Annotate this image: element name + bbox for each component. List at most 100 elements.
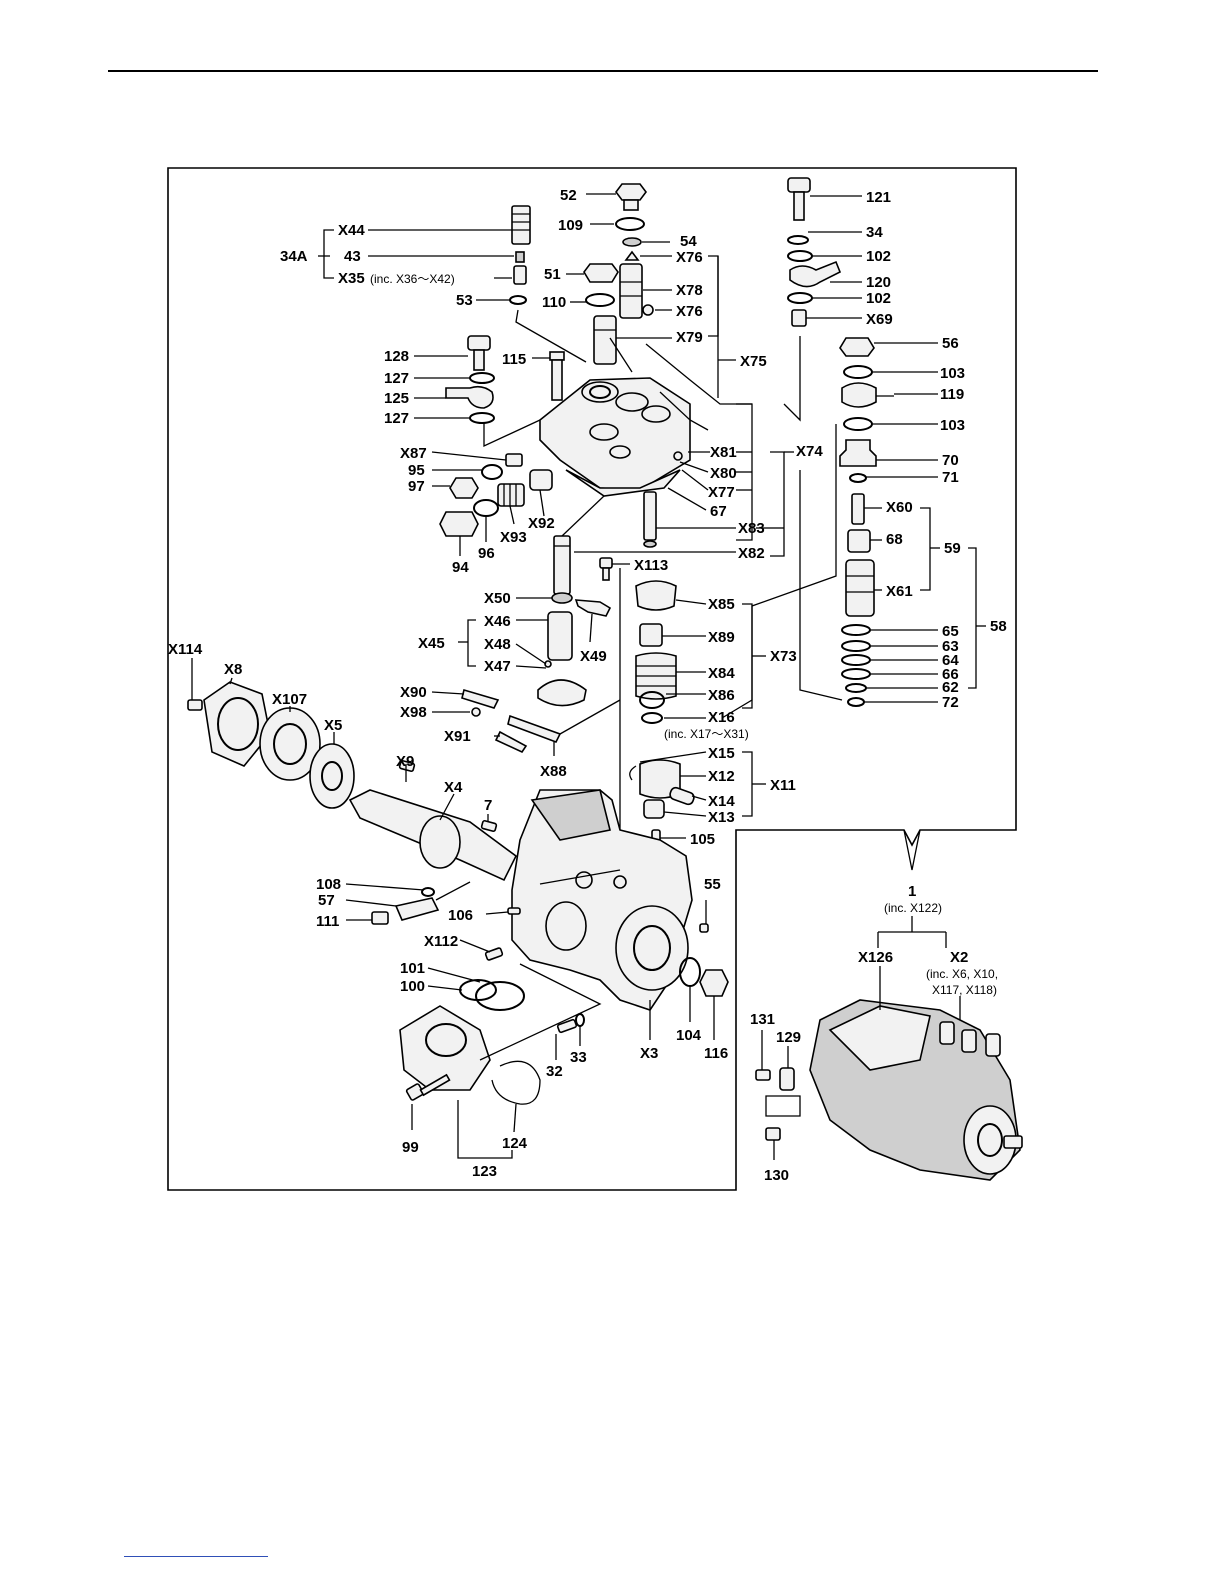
- label-X107: X107: [272, 691, 307, 708]
- roller-group: [629, 759, 695, 819]
- label-34A: 34A: [280, 248, 308, 265]
- washer-104: [679, 957, 701, 987]
- label-64: 64: [942, 652, 959, 669]
- drive-shaft: [348, 759, 518, 882]
- label-X48: X48: [484, 636, 511, 653]
- plate-bolt-group: [371, 887, 440, 925]
- label-97: 97: [408, 478, 425, 495]
- header-rule: [108, 70, 1098, 72]
- label-X88: X88: [540, 763, 567, 780]
- label-X76-upper: X76: [676, 249, 703, 266]
- label-X12: X12: [708, 768, 735, 785]
- label-120: 120: [866, 274, 891, 291]
- label-110: 110: [542, 294, 566, 311]
- label-X4: X4: [444, 779, 463, 796]
- label-X45: X45: [418, 635, 445, 652]
- label-128: 128: [384, 348, 409, 365]
- label-115: 115: [502, 351, 526, 368]
- label-X98: X98: [400, 704, 427, 721]
- label-X112: X112: [424, 933, 458, 950]
- label-108: 108: [316, 876, 341, 893]
- label-103-upper: 103: [940, 365, 965, 382]
- label-X16-note: (inc. X17～X31): [664, 727, 749, 741]
- label-X60: X60: [886, 499, 913, 516]
- diagram-frame: [167, 167, 1017, 1191]
- label-34: 34: [866, 224, 883, 241]
- label-X126: X126: [858, 949, 893, 966]
- label-X5: X5: [324, 717, 342, 734]
- assembled-pump-illustration: [755, 999, 1023, 1181]
- label-X75: X75: [740, 353, 767, 370]
- label-124: 124: [502, 1135, 528, 1152]
- label-127-lower: 127: [384, 410, 409, 427]
- drive-shaft-bearing-group: [187, 681, 355, 809]
- label-99: 99: [402, 1139, 419, 1156]
- label-X2: X2: [950, 949, 968, 966]
- delivery-valve-holder-stack: [583, 183, 654, 365]
- label-X93: X93: [500, 529, 527, 546]
- label-105: 105: [690, 831, 715, 848]
- label-X8: X8: [224, 661, 242, 678]
- label-55: 55: [704, 876, 721, 893]
- label-X15: X15: [708, 745, 735, 762]
- label-95: 95: [408, 462, 425, 479]
- label-1-note: (inc. X122): [884, 901, 942, 915]
- label-56: 56: [942, 335, 959, 352]
- label-X50: X50: [484, 590, 511, 607]
- regulating-valve-group: [439, 453, 553, 537]
- label-116: 116: [704, 1045, 728, 1062]
- label-X74: X74: [796, 443, 823, 460]
- feed-pump-cover-group: [399, 979, 585, 1105]
- label-66: 66: [942, 666, 959, 683]
- label-X3: X3: [640, 1045, 658, 1062]
- label-119: 119: [940, 386, 964, 403]
- label-125: 125: [384, 390, 409, 407]
- label-X14: X14: [708, 793, 735, 810]
- label-53: 53: [456, 292, 473, 309]
- footer-link-underline: [124, 1556, 268, 1557]
- label-X87: X87: [400, 445, 427, 462]
- label-X91: X91: [444, 728, 471, 745]
- label-X35: X35: [338, 270, 365, 287]
- label-X35-note: (inc. X36～X42): [370, 272, 455, 286]
- label-X2-note-2: X117, X118): [932, 983, 997, 997]
- plunger-barrel-group: [839, 337, 894, 707]
- label-X9: X9: [396, 753, 414, 770]
- label-94: 94: [452, 559, 469, 576]
- nut-116: [699, 969, 729, 997]
- label-67: 67: [710, 503, 727, 520]
- label-X92: X92: [528, 515, 555, 532]
- label-X13: X13: [708, 809, 735, 826]
- label-7: 7: [484, 797, 492, 814]
- label-X83: X83: [738, 520, 765, 537]
- label-68: 68: [886, 531, 903, 548]
- label-72: 72: [942, 694, 959, 711]
- label-63: 63: [942, 638, 959, 655]
- cam-disk-group: [635, 580, 677, 724]
- label-1: 1: [908, 883, 916, 900]
- label-59: 59: [944, 540, 961, 557]
- label-109: 109: [558, 217, 583, 234]
- label-52: 52: [560, 187, 577, 204]
- label-X49: X49: [580, 648, 607, 665]
- label-X113: X113: [634, 557, 668, 574]
- governor-lever-group: [461, 688, 562, 754]
- label-71: 71: [942, 469, 959, 486]
- label-102-lower: 102: [866, 290, 891, 307]
- label-X69: X69: [866, 311, 893, 328]
- label-58: 58: [990, 618, 1007, 635]
- label-123: 123: [472, 1163, 497, 1180]
- label-96: 96: [478, 545, 495, 562]
- control-lever-group: [537, 557, 613, 707]
- label-X86: X86: [708, 687, 735, 704]
- label-X2-note-1: (inc. X6, X10,: [926, 967, 998, 981]
- label-X114: X114: [168, 641, 203, 658]
- label-X90: X90: [400, 684, 427, 701]
- label-127-upper: 127: [384, 370, 409, 387]
- label-111: 111: [316, 913, 339, 930]
- label-X79: X79: [676, 329, 703, 346]
- label-X16: X16: [708, 709, 735, 726]
- label-33: 33: [570, 1049, 587, 1066]
- label-32: 32: [546, 1063, 563, 1080]
- label-51: 51: [544, 266, 561, 283]
